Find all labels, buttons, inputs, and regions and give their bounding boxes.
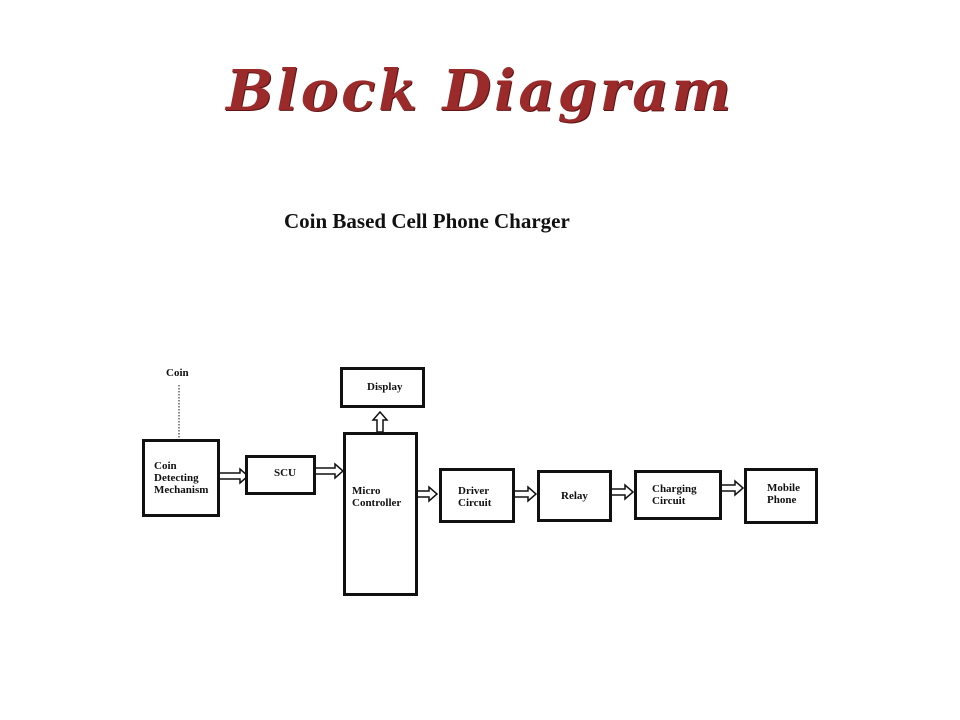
coin-detecting-block: Coin Detecting Mechanism xyxy=(142,439,220,517)
micro-controller-block: Micro Controller xyxy=(343,432,418,596)
charging-circuit-block: Charging Circuit xyxy=(634,470,722,520)
arrow-charging-to-mobile xyxy=(720,479,745,497)
arrow-micro-to-display xyxy=(371,410,389,433)
relay-block: Relay xyxy=(537,470,612,522)
driver-circuit-block: Driver Circuit xyxy=(439,468,515,523)
mobile-phone-label: Mobile Phone xyxy=(767,482,800,506)
slide-title: Block Diagram xyxy=(226,58,734,124)
arrow-driver-to-relay xyxy=(513,485,538,503)
diagram-title: Coin Based Cell Phone Charger xyxy=(284,209,570,233)
arrow-micro-to-driver xyxy=(416,485,439,503)
charging-circuit-label: Charging Circuit xyxy=(652,483,697,507)
mobile-phone-block: Mobile Phone xyxy=(744,468,818,524)
scu-block: SCU xyxy=(245,455,316,495)
display-block: Display xyxy=(340,367,425,408)
coin-detecting-label: Coin Detecting Mechanism xyxy=(154,460,209,496)
arrow-relay-to-charging xyxy=(610,483,635,501)
scu-label: SCU xyxy=(274,467,297,479)
arrow-scu-to-micro xyxy=(314,462,345,480)
display-label: Display xyxy=(367,381,403,393)
coin-input-label: Coin xyxy=(166,367,189,379)
micro-controller-label: Micro Controller xyxy=(352,485,402,509)
relay-label: Relay xyxy=(561,490,588,502)
arrow-coin-to-scu xyxy=(217,467,250,485)
driver-circuit-label: Driver Circuit xyxy=(458,485,492,509)
